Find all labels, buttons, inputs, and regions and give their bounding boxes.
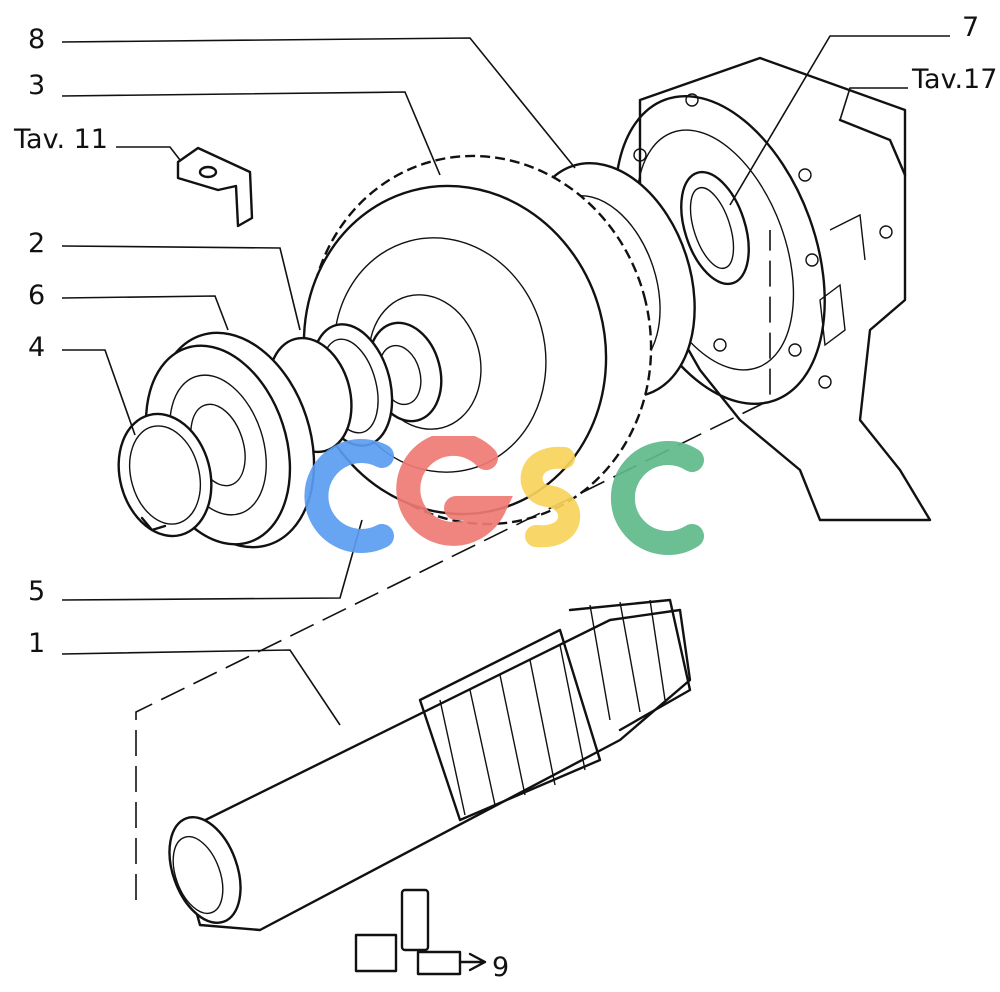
- shaft-icon: [168, 598, 692, 932]
- seal-ring-icon: [680, 170, 750, 286]
- callout-7: 7: [962, 12, 980, 43]
- callout-1: 1: [28, 628, 46, 659]
- sealant-tube-icon: [354, 888, 487, 976]
- watermark-letter-s: [520, 446, 581, 548]
- callout-4: 4: [28, 332, 46, 363]
- callout-5: 5: [28, 576, 46, 607]
- watermark-letter-c2: [610, 441, 704, 555]
- callout-3: 3: [28, 70, 46, 101]
- callout-9: 9: [492, 952, 510, 983]
- bracket-icon: [176, 146, 254, 228]
- callout-8: 8: [28, 24, 46, 55]
- snap-ring-icon: [117, 412, 213, 538]
- callout-tav-17: Tav.17: [912, 64, 998, 95]
- callout-2: 2: [28, 228, 46, 259]
- watermark-letter-c1: [304, 439, 394, 553]
- callout-6: 6: [28, 280, 46, 311]
- watermark-letter-g: [396, 436, 513, 546]
- callout-tav-11: Tav. 11: [14, 124, 108, 155]
- watermark-logo: [304, 436, 704, 555]
